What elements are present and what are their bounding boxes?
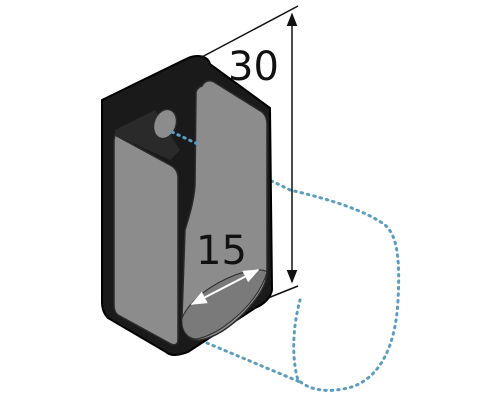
rod-outline-front [170, 130, 202, 147]
height-dimension [199, 5, 299, 299]
height-dimension-label: 30 [228, 44, 279, 90]
bracket-left-face [113, 110, 180, 346]
width-dimension [190, 269, 260, 305]
width-dimension-label: 15 [196, 228, 247, 274]
rod-outline [170, 130, 401, 392]
